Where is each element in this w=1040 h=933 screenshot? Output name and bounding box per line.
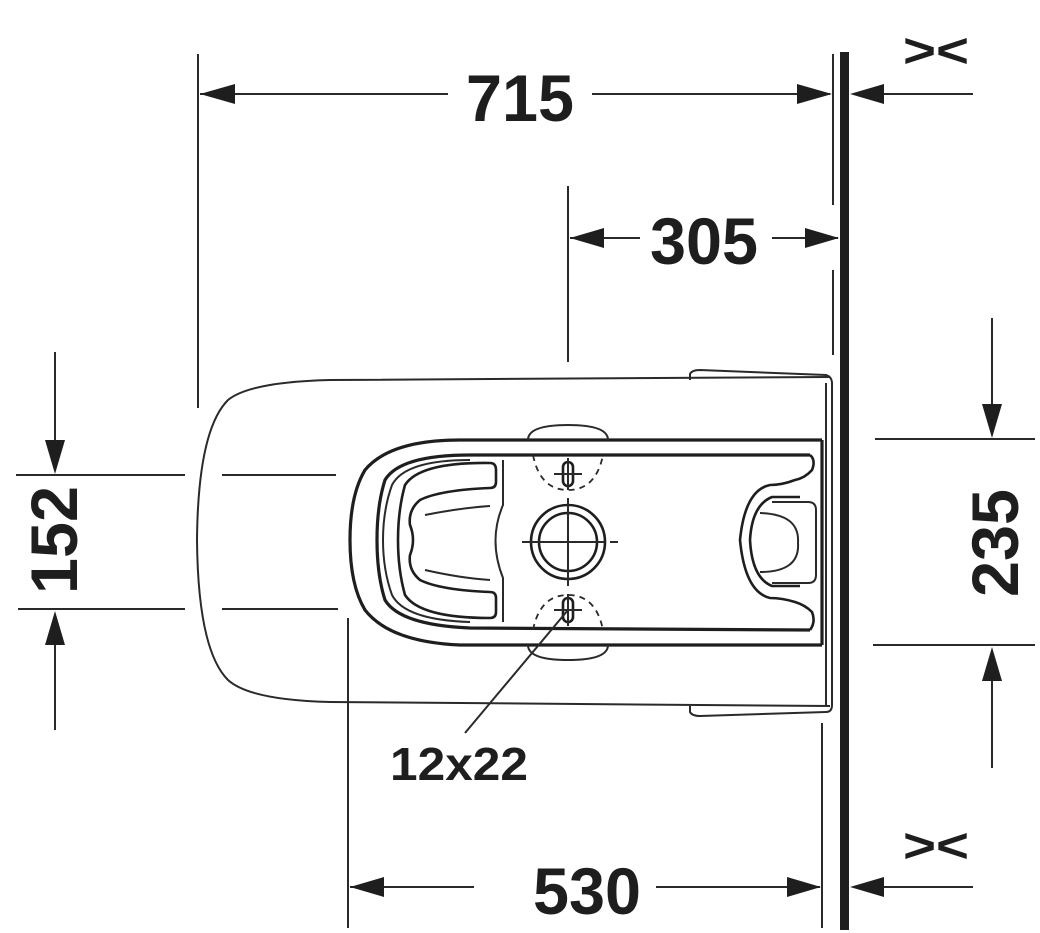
arrow-left-icon	[200, 84, 235, 104]
dimension-305: 305	[567, 186, 839, 362]
dimension-152: 152	[16, 352, 338, 730]
rim-inner	[375, 453, 811, 632]
bowl-contour-bottom	[424, 569, 491, 581]
fixing-hole-callout: 12x22	[390, 609, 569, 790]
fixing-cap-top-hidden	[532, 454, 604, 491]
arrow-down-icon	[45, 440, 65, 474]
back-well-inner	[748, 495, 800, 588]
outer-bowl-edge	[195, 376, 831, 707]
arrow-down-icon	[982, 404, 1002, 438]
toilet-outline	[195, 368, 833, 718]
wall-gap-bottom: ><	[850, 820, 973, 897]
fixing-cap-bottom	[527, 644, 609, 662]
dimension-label: 530	[533, 854, 641, 928]
wall-gap-top: ><	[850, 25, 973, 104]
leader-line	[464, 609, 569, 734]
bowl-contour-top	[424, 505, 491, 516]
arrow-left-icon	[850, 84, 884, 104]
bowl-well	[396, 461, 498, 620]
gap-symbol: ><	[903, 25, 969, 78]
wall-line	[840, 52, 849, 930]
arrow-right-icon	[805, 228, 839, 248]
bowl-divider	[494, 460, 504, 622]
arrow-left-icon	[350, 877, 384, 897]
arrow-right-icon	[787, 877, 821, 897]
wall	[821, 52, 849, 930]
back-well-box	[772, 501, 817, 584]
arrow-left-icon	[570, 228, 604, 248]
gap-symbol: ><	[903, 820, 969, 873]
dimension-530: 530	[347, 618, 821, 928]
dimension-715: 715	[197, 54, 832, 408]
arrow-up-icon	[982, 647, 1002, 681]
fixing-cap-top	[527, 423, 609, 441]
dimension-235: 235	[873, 318, 1035, 768]
dimension-label: 235	[958, 489, 1032, 597]
dimension-label: 715	[466, 61, 574, 135]
arrow-up-icon	[45, 611, 65, 645]
fixing-hole-label: 12x22	[390, 738, 528, 790]
back-well-outer	[738, 454, 815, 631]
arrow-left-icon	[850, 877, 884, 897]
back-well-semicircle	[759, 512, 800, 573]
dimension-label: 152	[17, 486, 91, 594]
fixing-cap-bottom-hidden	[532, 594, 604, 631]
rim-inner-line	[381, 459, 471, 623]
rim-outer	[348, 438, 822, 647]
arrow-right-icon	[797, 84, 832, 104]
dimension-label: 305	[650, 204, 758, 278]
mounting-flange	[689, 368, 833, 718]
